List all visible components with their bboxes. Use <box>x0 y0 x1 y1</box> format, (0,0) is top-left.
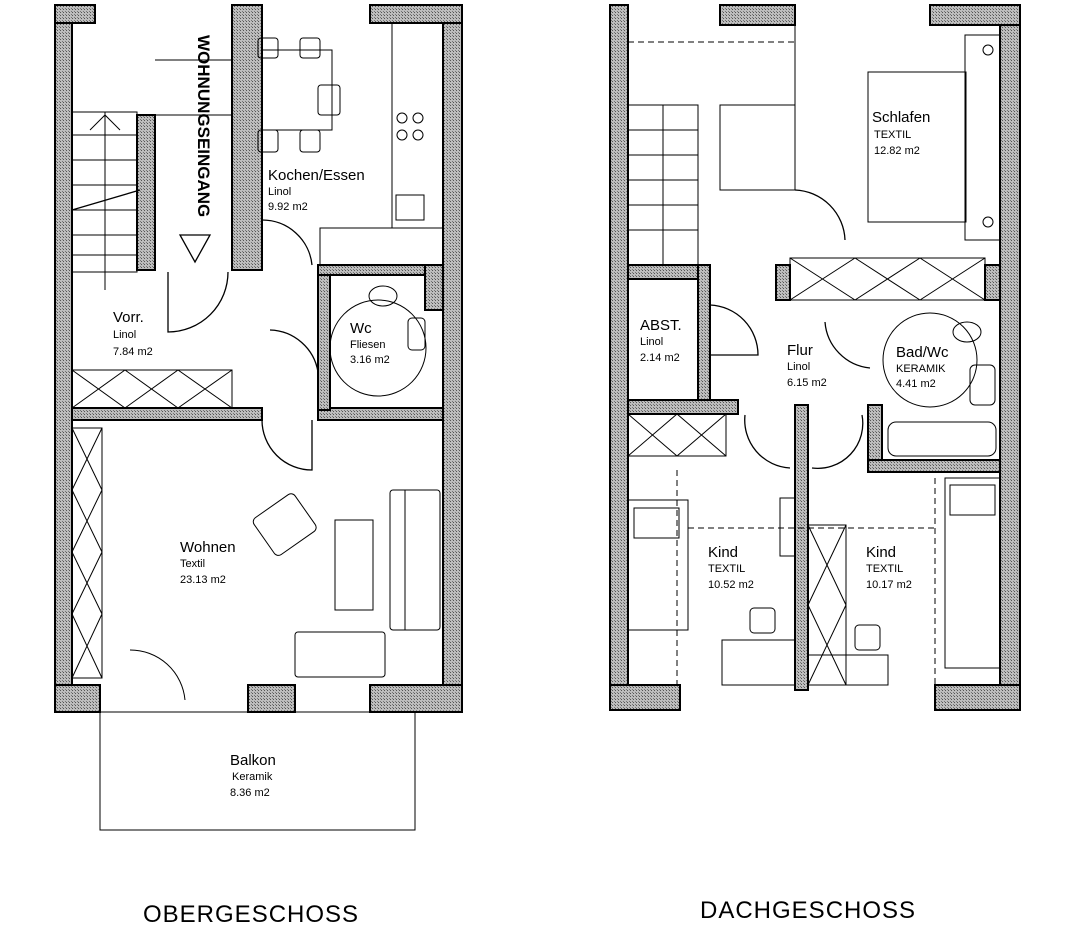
door-swing <box>744 414 864 470</box>
svg-text:KERAMIK: KERAMIK <box>896 363 946 375</box>
svg-text:TEXTIL: TEXTIL <box>708 563 745 575</box>
wardrobe-wohnen <box>71 427 103 679</box>
room-label-wc: Wc Fliesen 3.16 m2 <box>350 320 390 366</box>
walls <box>54 4 463 713</box>
room-label-kind-1: Kind TEXTIL 10.52 m2 <box>708 544 754 591</box>
room-label-wohnen: Wohnen Textil 23.13 m2 <box>180 539 236 586</box>
room-label-abst: ABST. Linol 2.14 m2 <box>640 317 682 364</box>
svg-text:Kind: Kind <box>708 544 738 561</box>
svg-text:Kochen/Essen: Kochen/Essen <box>268 167 365 184</box>
floor-title-obergeschoss: OBERGESCHOSS <box>143 901 359 928</box>
svg-text:2.14 m2: 2.14 m2 <box>640 352 680 364</box>
svg-text:Wohnen: Wohnen <box>180 539 236 556</box>
svg-text:7.84 m2: 7.84 m2 <box>113 346 153 358</box>
svg-text:Schlafen: Schlafen <box>872 109 930 126</box>
wardrobe-vorr <box>71 369 233 409</box>
toilet <box>368 285 398 307</box>
bathtub <box>887 421 997 457</box>
toilet <box>952 321 982 343</box>
svg-text:3.16 m2: 3.16 m2 <box>350 354 390 366</box>
walls <box>609 4 1021 711</box>
svg-text:Bad/Wc: Bad/Wc <box>896 344 949 361</box>
svg-text:Flur: Flur <box>787 342 813 359</box>
stairs <box>627 25 796 266</box>
svg-text:Linol: Linol <box>787 361 810 373</box>
svg-text:12.82 m2: 12.82 m2 <box>874 145 920 157</box>
wardrobe-kind-1 <box>627 413 727 457</box>
obergeschoss-plan: WOHNUNGSEINGANG <box>54 4 463 928</box>
svg-text:10.17 m2: 10.17 m2 <box>866 579 912 591</box>
floor-title-dachgeschoss: DACHGESCHOSS <box>700 897 916 924</box>
stairs <box>71 59 232 290</box>
svg-text:6.15 m2: 6.15 m2 <box>787 377 827 389</box>
door-swing <box>261 419 313 471</box>
svg-text:Fliesen: Fliesen <box>350 339 385 351</box>
svg-text:Wc: Wc <box>350 320 372 337</box>
svg-text:23.13 m2: 23.13 m2 <box>180 574 226 586</box>
svg-text:Vorr.: Vorr. <box>113 309 144 326</box>
door-swing <box>167 271 229 333</box>
svg-text:10.52 m2: 10.52 m2 <box>708 579 754 591</box>
svg-text:8.36 m2: 8.36 m2 <box>230 787 270 799</box>
dachgeschoss-plan: Schlafen TEXTIL 12.82 m2 ABST. Linol 2.1… <box>609 4 1021 924</box>
svg-text:Linol: Linol <box>113 329 136 341</box>
svg-text:Kind: Kind <box>866 544 896 561</box>
washbasin <box>969 364 996 406</box>
washbasin <box>407 317 426 351</box>
bath-turning-circle <box>882 312 978 408</box>
entrance-arrow-icon <box>178 234 212 264</box>
room-label-vorr: Vorr. Linol 7.84 m2 <box>113 309 153 358</box>
svg-text:9.92 m2: 9.92 m2 <box>268 201 308 213</box>
room-label-schlafen: Schlafen TEXTIL 12.82 m2 <box>872 109 930 157</box>
room-label-kind-2: Kind TEXTIL 10.17 m2 <box>866 544 912 591</box>
svg-text:Keramik: Keramik <box>232 771 273 783</box>
door-swing <box>269 329 319 373</box>
entrance-label: WOHNUNGSEINGANG <box>194 35 213 217</box>
svg-text:ABST.: ABST. <box>640 317 682 334</box>
bedroom-furniture <box>789 34 1001 301</box>
door-swing <box>709 304 759 356</box>
room-label-kochen: Kochen/Essen Linol 9.92 m2 <box>268 167 365 213</box>
living-furniture <box>129 489 441 701</box>
room-label-flur: Flur Linol 6.15 m2 <box>787 342 827 389</box>
balkon-outline <box>99 711 416 831</box>
wc-turning-circle <box>329 299 427 397</box>
svg-text:Linol: Linol <box>268 186 291 198</box>
svg-text:Linol: Linol <box>640 336 663 348</box>
svg-text:4.41 m2: 4.41 m2 <box>896 378 936 390</box>
door-swing <box>261 219 313 266</box>
wardrobe-kind-2 <box>807 524 847 686</box>
room-label-balkon: Balkon Keramik 8.36 m2 <box>230 752 276 799</box>
svg-text:TEXTIL: TEXTIL <box>866 563 903 575</box>
door-swing <box>824 321 871 369</box>
svg-text:Balkon: Balkon <box>230 752 276 769</box>
svg-text:TEXTIL: TEXTIL <box>874 129 911 141</box>
room-label-bad-wc: Bad/Wc KERAMIK 4.41 m2 <box>896 344 949 390</box>
svg-text:Textil: Textil <box>180 558 205 570</box>
kids-furniture <box>627 470 1001 690</box>
kitchen-furniture <box>257 22 444 265</box>
